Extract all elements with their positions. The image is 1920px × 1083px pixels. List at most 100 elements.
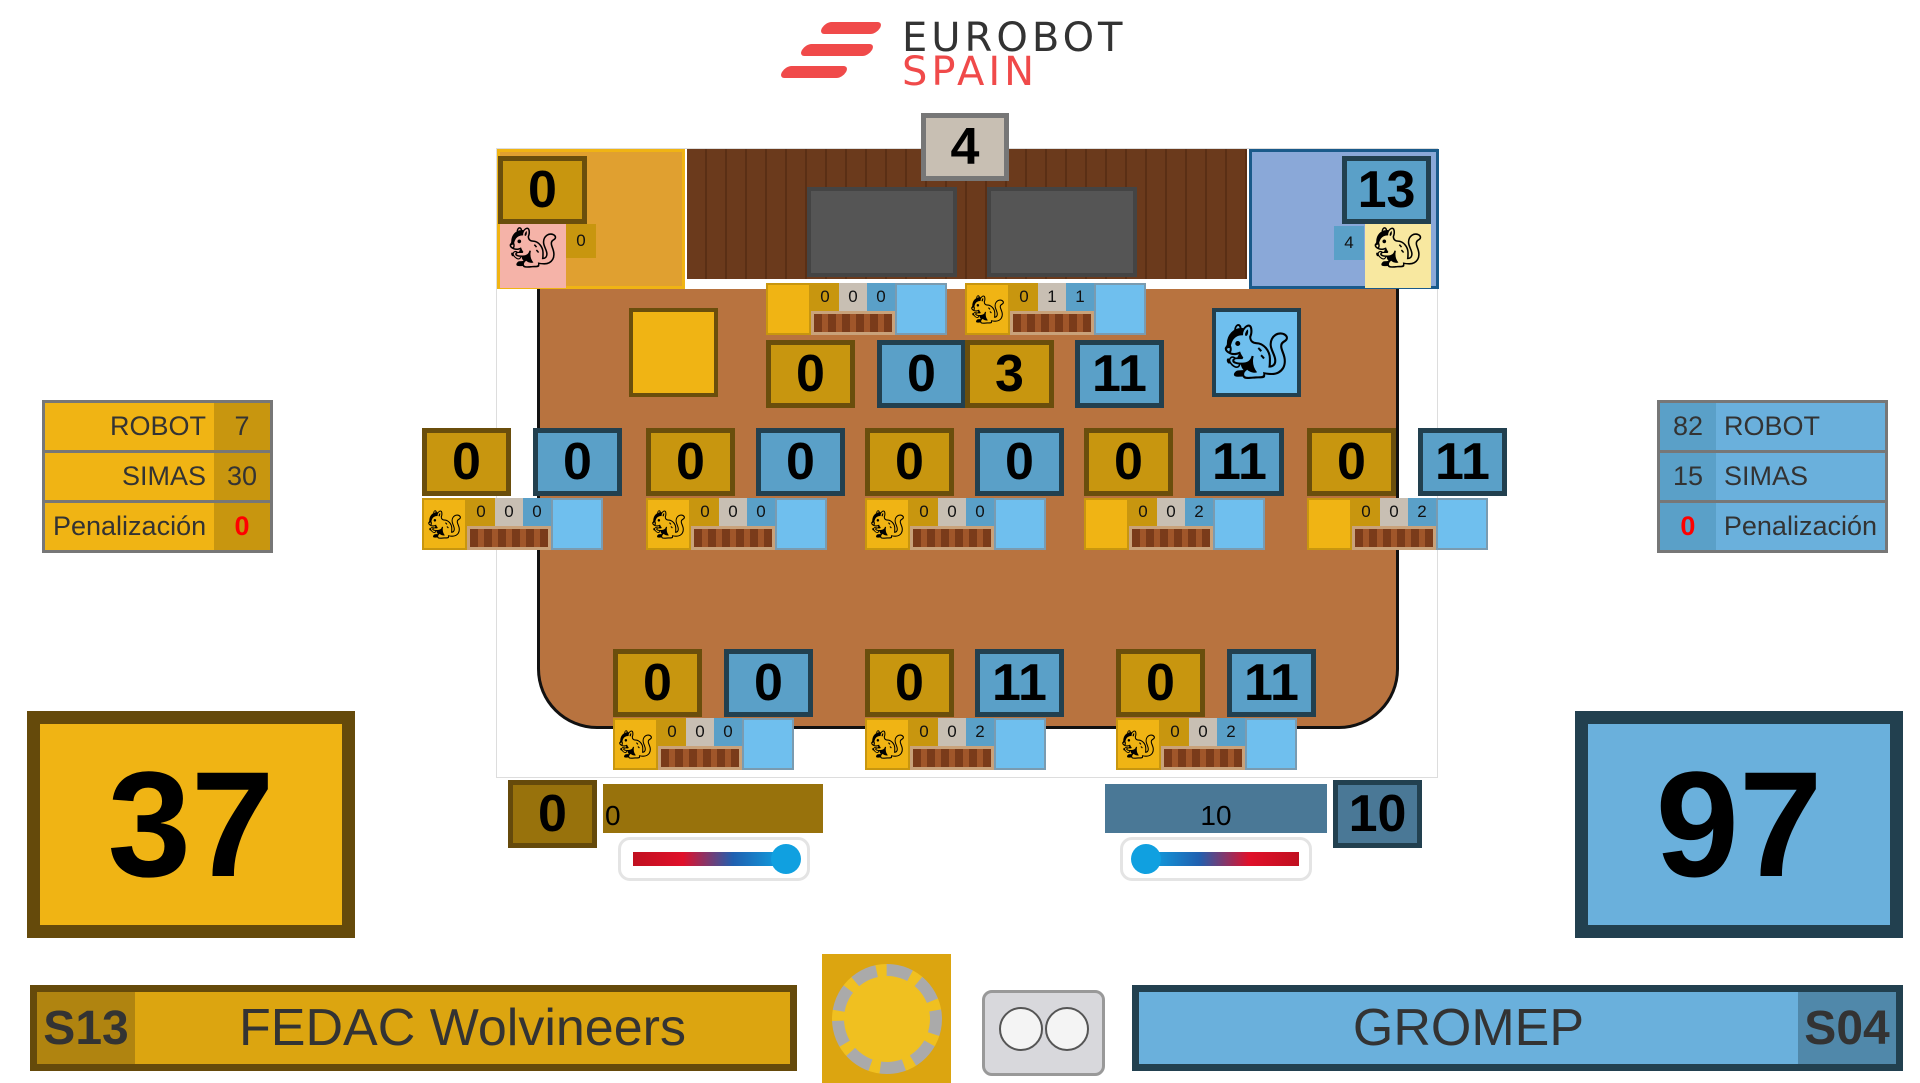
blue-squirrel-tile: 🐿 <box>1212 308 1301 397</box>
yellow-nest-score: 0 <box>498 156 587 224</box>
blue-team-code: S04 <box>1798 992 1896 1064</box>
yellow-team-code: S13 <box>37 992 135 1064</box>
yellow-count: 0 <box>1129 498 1157 526</box>
stat-label: ROBOT <box>1716 403 1885 450</box>
yellow-count: 0 <box>1161 718 1189 746</box>
blue-team-name: GROMEP <box>1352 999 1585 1057</box>
zone-score-blue: 11 <box>975 649 1064 717</box>
blue-thermo-bar: 10 <box>1105 784 1327 833</box>
blue-count: 2 <box>966 718 994 746</box>
yellow-count: 0 <box>910 498 938 526</box>
blue-count: 2 <box>1408 498 1436 526</box>
yellow-total-score: 37 <box>27 711 355 938</box>
zone-score-yellow: 0 <box>1307 428 1396 496</box>
zone-score-yellow: 0 <box>865 428 954 496</box>
zone-score-yellow: 0 <box>1116 649 1205 717</box>
blue-slot <box>1436 498 1488 550</box>
nut-crate-icon <box>1161 746 1245 770</box>
yellow-thermo-bar: 0 <box>603 784 823 833</box>
nut-crate-icon <box>691 526 775 550</box>
zone-score-blue: 0 <box>724 649 813 717</box>
yellow-count: 0 <box>1010 283 1038 311</box>
nut-crate-icon <box>1129 526 1213 550</box>
blue-count: 0 <box>867 283 895 311</box>
blue-slot <box>551 498 603 550</box>
zone-score-blue: 0 <box>756 428 845 496</box>
stat-value: 7 <box>214 403 270 450</box>
blue-count: 1 <box>1066 283 1094 311</box>
stat-label: Penalización <box>1715 503 1885 550</box>
nut-crate-icon <box>658 746 742 770</box>
blue-nest-count: 4 <box>1334 226 1364 260</box>
neutral-count: 0 <box>1157 498 1185 526</box>
stat-value: 30 <box>214 453 270 500</box>
blue-slot <box>994 718 1046 770</box>
blue-count: 0 <box>714 718 742 746</box>
neutral-count: 0 <box>839 283 867 311</box>
zone-score-blue: 0 <box>975 428 1064 496</box>
logo-stripes-icon <box>778 22 884 84</box>
zone-score-yellow: 0 <box>766 340 855 408</box>
blue-slot <box>994 498 1046 550</box>
blue-slot <box>1213 498 1265 550</box>
empty-squirrel-slot <box>1084 498 1129 550</box>
stat-value: 0 <box>1660 503 1716 550</box>
squirrel-icon: 🐿 <box>865 718 910 770</box>
blue-nest-score: 13 <box>1342 156 1431 224</box>
squirrel-icon: 🐿 <box>865 498 910 550</box>
neutral-count: 1 <box>1038 283 1066 311</box>
yellow-nest-squirrel-icon: 🐿 <box>500 224 566 288</box>
yellow-count: 0 <box>467 498 495 526</box>
squirrel-icon: 🐿 <box>422 498 467 550</box>
yellow-count: 0 <box>910 718 938 746</box>
stat-label: ROBOT <box>45 403 214 450</box>
empty-squirrel-slot <box>1307 498 1352 550</box>
logo-line1: EUROBOT <box>902 15 1127 61</box>
blue-slot <box>895 283 947 335</box>
stat-value: 15 <box>1660 453 1716 500</box>
yellow-count: 0 <box>1352 498 1380 526</box>
blue-thermometer-icon <box>1120 837 1312 881</box>
center-score: 4 <box>921 113 1009 181</box>
zone-score-yellow: 3 <box>965 340 1054 408</box>
squirrel-icon: 🐿 <box>613 718 658 770</box>
stat-label: SIMAS <box>1716 453 1885 500</box>
logo-line2: SPAIN <box>902 49 1039 95</box>
blue-total-score: 97 <box>1575 711 1903 938</box>
zone-score-blue: 11 <box>1418 428 1507 496</box>
blue-count: 2 <box>1217 718 1245 746</box>
zone-score-yellow: 0 <box>1084 428 1173 496</box>
neutral-count: 0 <box>1189 718 1217 746</box>
neutral-count: 0 <box>938 718 966 746</box>
blue-slot <box>1094 283 1146 335</box>
zone-score-blue: 11 <box>1227 649 1316 717</box>
eurobot-logo: EUROBOT SPAIN <box>778 15 1152 92</box>
yellow-count: 0 <box>691 498 719 526</box>
zone-score-yellow: 0 <box>613 649 702 717</box>
nut-crate-icon <box>910 746 994 770</box>
neutral-count: 0 <box>686 718 714 746</box>
squirrel-icon: 🐿 <box>1116 718 1161 770</box>
zone-score-blue: 11 <box>1195 428 1284 496</box>
nut-crate-icon <box>910 526 994 550</box>
zone-score-yellow: 0 <box>422 428 511 496</box>
stat-label: SIMAS <box>45 453 214 500</box>
yellow-nest-count: 0 <box>566 224 596 258</box>
squirrel-icon: 🐿 <box>965 283 1010 335</box>
blue-team-banner: GROMEP S04 <box>1132 985 1903 1071</box>
zone-score-blue: 11 <box>1075 340 1164 408</box>
zone-score-yellow: 0 <box>865 649 954 717</box>
neutral-count: 0 <box>1380 498 1408 526</box>
